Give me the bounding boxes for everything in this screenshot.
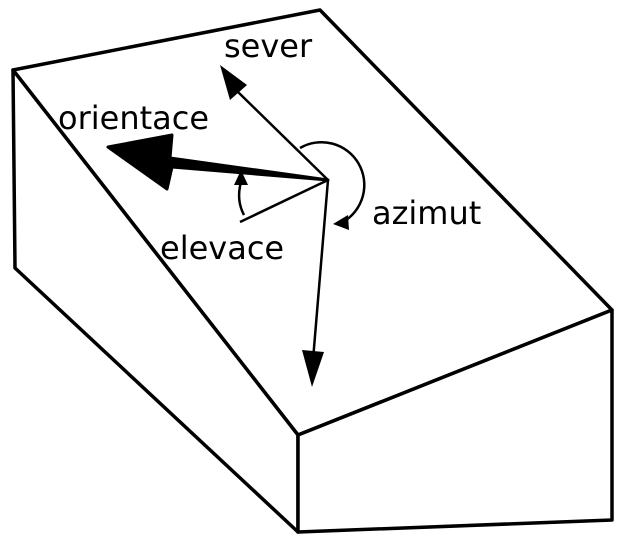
north-arrowhead: [220, 65, 247, 100]
north-label: sever: [224, 27, 313, 65]
elevation-reference-line: [239, 178, 329, 224]
fall-line: [311, 179, 330, 361]
elevation-arrowhead: [234, 170, 248, 185]
azimuth-arrowhead: [333, 215, 349, 230]
orientation-arrow: [106, 133, 330, 191]
terrain-block: [11, 8, 614, 534]
azimuth-arc: [299, 140, 366, 224]
front-face: [296, 308, 614, 534]
elevation-label: elevace: [160, 229, 284, 267]
orientation-label: orientace: [58, 99, 209, 137]
fall-line-arrowhead: [302, 350, 324, 387]
north-line: [237, 91, 329, 181]
azimuth-label: azimut: [372, 194, 481, 232]
